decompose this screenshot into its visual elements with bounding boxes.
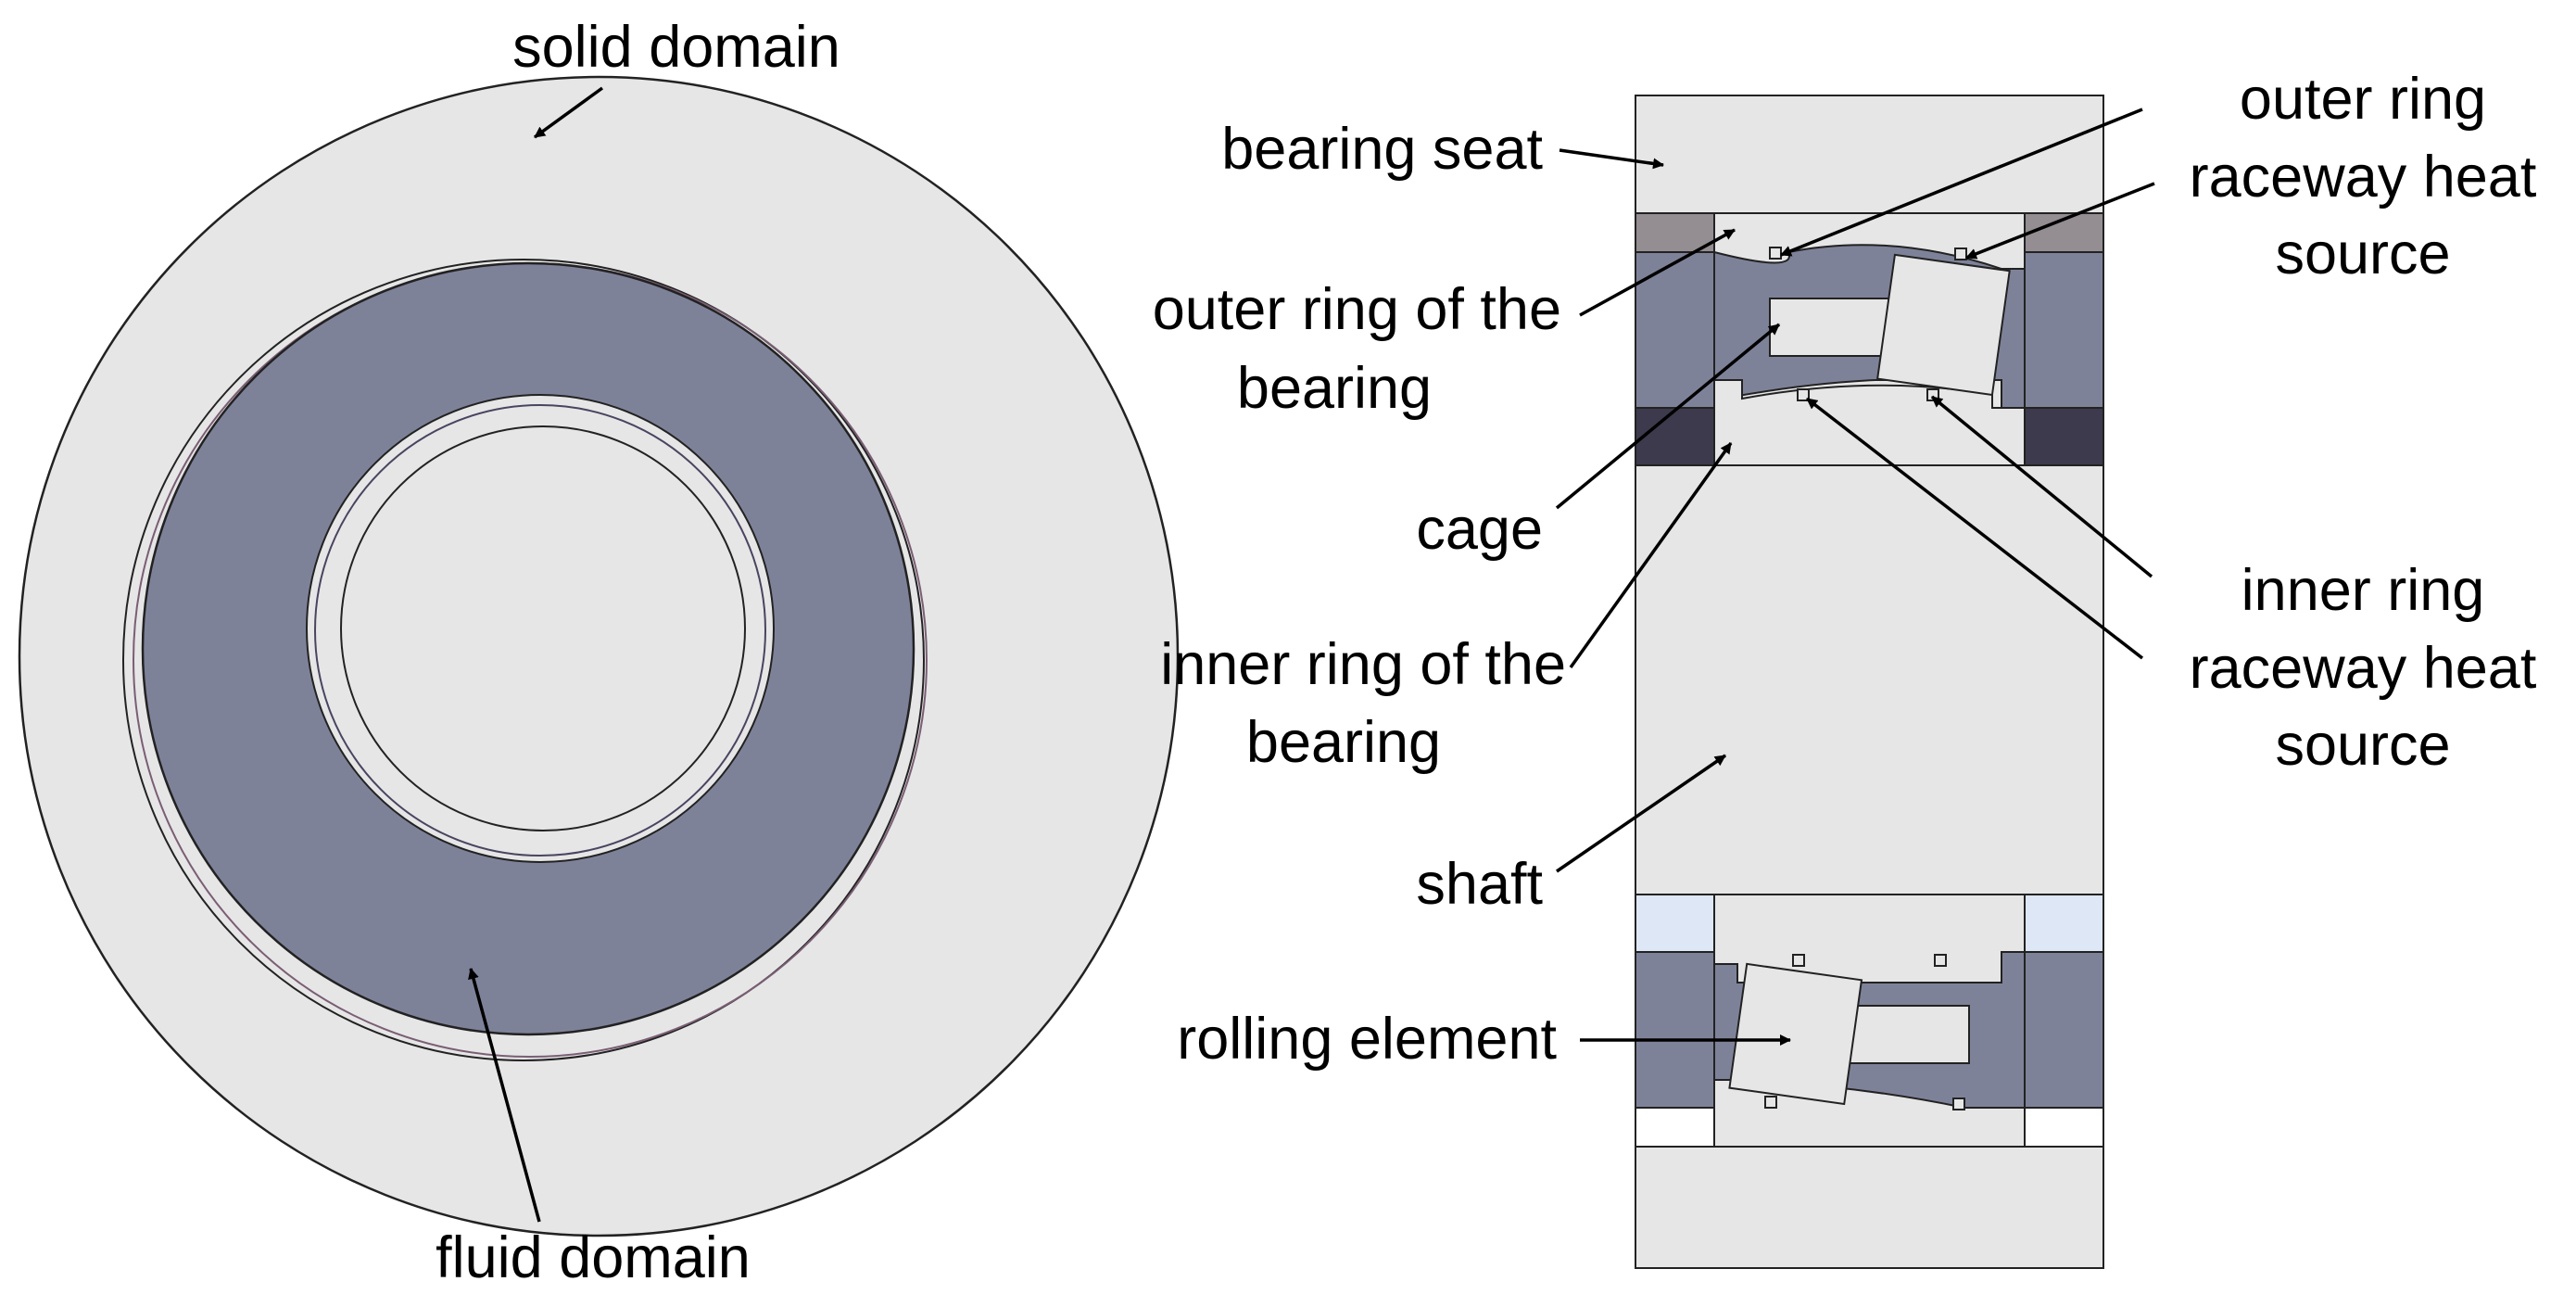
top-fluid-left: [1635, 251, 1715, 409]
bottom-light-band-right: [2024, 894, 2104, 953]
bearing-3d-view: [18, 75, 1180, 1237]
label-cage: cage: [1416, 497, 1543, 562]
label-inner-heat-line3: source: [2275, 713, 2450, 778]
top-inner-ring: [1713, 378, 2026, 466]
label-outer-heat-line2: raceway heat: [2190, 145, 2537, 209]
bottom-light-band-left: [1635, 894, 1715, 953]
arrow-bearing-seat: [1559, 148, 1664, 170]
label-fluid-domain: fluid domain: [436, 1225, 751, 1290]
label-solid-domain: solid domain: [512, 15, 840, 80]
bottom-white-band-right: [2024, 1107, 2104, 1148]
bottom-heat-source-1: [1792, 954, 1805, 967]
top-outer-heat-source-1: [1769, 247, 1782, 260]
label-shaft: shaft: [1416, 852, 1543, 917]
arrow-inner-ring: [1569, 441, 1733, 669]
label-inner-heat-line1: inner ring: [2241, 558, 2485, 623]
top-inner-heat-source-1: [1797, 388, 1810, 401]
label-outer-ring-line1: outer ring of the: [1153, 277, 1561, 342]
label-inner-ring-line1: inner ring of the: [1160, 632, 1566, 697]
bottom-fluid-right: [2024, 951, 2104, 1109]
bottom-cage: [1848, 1005, 1970, 1064]
labels: solid domain fluid domain bearing seat o…: [436, 15, 2537, 1290]
label-outer-heat-line1: outer ring: [2240, 67, 2486, 132]
arrow-shaft: [1556, 754, 1726, 873]
bottom-heat-source-3: [1764, 1096, 1777, 1109]
top-outer-heat-source-2: [1954, 247, 1967, 260]
arrow-inner-heat-2: [1805, 397, 2144, 660]
leader-arrows: [468, 86, 2155, 1223]
label-inner-heat-line2: raceway heat: [2190, 636, 2537, 701]
bottom-heat-source-4: [1952, 1098, 1965, 1110]
bearing-outer-ring-edge: [122, 259, 925, 1061]
inner-ring-edge: [314, 404, 766, 857]
top-dark-band-left: [1635, 407, 1715, 466]
arrow-solid-domain: [533, 86, 604, 139]
bottom-fluid-left: [1635, 951, 1715, 1109]
bottom-rolling-element: [1728, 962, 1863, 1106]
label-outer-heat-line3: source: [2275, 222, 2450, 286]
label-rolling-element: rolling element: [1177, 1007, 1557, 1072]
top-rolling-element: [1876, 253, 2011, 397]
bottom-white-band-left: [1635, 1107, 1715, 1148]
arrow-outer-heat-1: [1780, 108, 2143, 257]
label-outer-ring-line2: bearing: [1237, 356, 1432, 421]
label-bearing-seat: bearing seat: [1221, 117, 1543, 182]
bearing-cross-section: [1635, 95, 2104, 1269]
arrow-outer-ring: [1579, 228, 1736, 317]
shaft-bore: [340, 425, 746, 831]
top-cage: [1769, 298, 1891, 357]
top-dark-band-right: [2024, 407, 2104, 466]
arrow-fluid-domain: [468, 968, 541, 1223]
arrow-inner-heat-1: [1930, 395, 2153, 578]
arrow-cage: [1555, 323, 1781, 510]
label-inner-ring-line2: bearing: [1246, 710, 1441, 775]
bottom-heat-source-2: [1934, 954, 1947, 967]
arrow-outer-heat-2: [1965, 182, 2155, 260]
top-fluid-right: [2024, 251, 2104, 409]
